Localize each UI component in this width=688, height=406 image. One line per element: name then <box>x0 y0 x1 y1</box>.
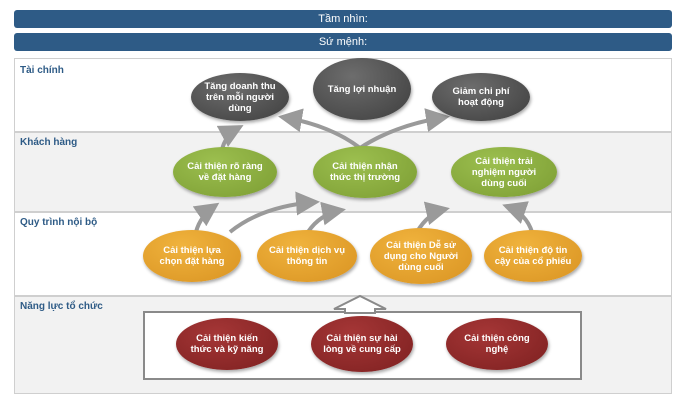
node-experience: Cải thiện trải nghiệm người dùng cuối <box>451 147 557 197</box>
node-awareness: Cải thiện nhận thức thị trường <box>313 146 417 198</box>
node-profit: Tăng lợi nhuận <box>313 58 411 120</box>
customer-label: Khách hàng <box>20 137 78 148</box>
mission-bar: Sứ mệnh: <box>14 33 672 51</box>
node-technology: Cải thiện công nghệ <box>446 318 548 370</box>
process-label: Quy trình nội bộ <box>20 217 98 228</box>
link-service-awareness <box>306 201 346 234</box>
link-awareness-finance-left <box>278 108 362 150</box>
node-cost: Giảm chi phí hoạt động <box>432 73 530 121</box>
link-ordering-clarity <box>192 202 220 233</box>
node-satisfaction: Cải thiện sự hài lòng về cung cấp <box>311 316 413 372</box>
node-knowledge: Cải thiện kiến thức và kỹ năng <box>176 318 278 370</box>
finance-label: Tài chính <box>20 65 64 76</box>
capacity-label: Năng lực tổ chức <box>20 301 103 312</box>
link-trust-experience <box>502 201 534 233</box>
vision-bar: Tầm nhìn: <box>14 10 672 28</box>
link-ordering-awareness <box>228 191 320 234</box>
node-ordering: Cải thiện lựa chọn đặt hàng <box>143 230 241 282</box>
capacity-up-arrow <box>333 294 387 314</box>
link-awareness-finance-right <box>358 108 450 150</box>
node-revenue: Tăng doanh thu trên mỗi người dùng <box>191 73 289 121</box>
node-service: Cải thiện dịch vụ thông tin <box>257 230 357 282</box>
node-clarity: Cải thiện rõ ràng về đặt hàng <box>173 147 277 197</box>
node-usability: Cải thiện Dễ sử dụng cho Người dùng cuối <box>370 228 472 284</box>
node-trust: Cải thiện độ tin cậy của cổ phiếu <box>484 230 582 282</box>
